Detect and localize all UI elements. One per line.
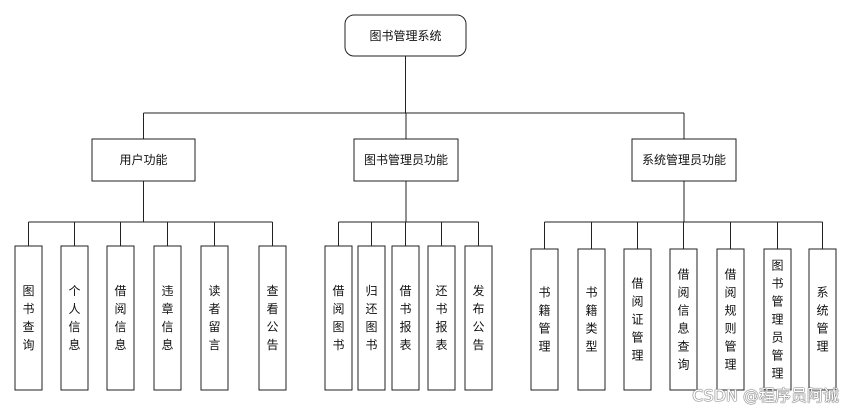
leaf-node: 归还图书 — [357, 245, 386, 391]
leaf-node: 图书查询 — [14, 245, 43, 391]
leaf-node-label: 查看公告 — [266, 284, 278, 352]
leaf-node-label: 借书报表 — [399, 284, 411, 352]
root-node: 图书管理系统 — [344, 14, 467, 57]
leaf-node-label: 书籍类型 — [585, 286, 597, 354]
watermark: CSDN @程序员阿诚 — [692, 386, 839, 405]
leaf-node: 发布公告 — [464, 245, 493, 391]
leaf-node-label: 借阅信息 — [114, 284, 126, 352]
leaf-node: 借阅图书 — [324, 245, 353, 391]
leaf-node: 个人信息 — [60, 245, 89, 391]
leaf-node: 借阅信息 — [106, 245, 135, 391]
leaf-node-label: 还书报表 — [435, 284, 447, 352]
leaf-node: 查看公告 — [258, 245, 287, 391]
group-node-user-label: 用户功能 — [119, 152, 167, 167]
leaf-node-label: 归还图书 — [365, 284, 377, 352]
leaf-node: 借阅证管理 — [623, 248, 652, 391]
leaf-node-label: 发布公告 — [472, 283, 484, 352]
leaf-node: 借阅规则管理 — [716, 248, 745, 391]
leaf-node: 借阅信息查询 — [669, 248, 698, 391]
group-node-sysadmin-label: 系统管理员功能 — [642, 152, 726, 167]
group-node-librarian-label: 图书管理员功能 — [364, 152, 448, 167]
leaf-node-label: 违章信息 — [161, 284, 173, 352]
group-node-user: 用户功能 — [91, 138, 196, 182]
leaf-node-label: 借阅图书 — [332, 284, 344, 352]
leaf-node-label: 借阅规则管理 — [724, 268, 736, 372]
leaf-node-label: 借阅证管理 — [631, 277, 643, 363]
leaf-node: 图书管理员管理 — [763, 248, 792, 391]
leaf-node: 书籍管理 — [530, 248, 559, 391]
leaf-node-label: 图书管理员管理 — [771, 259, 783, 381]
leaf-node: 借书报表 — [391, 245, 420, 391]
leaf-node: 书籍类型 — [577, 248, 606, 391]
leaf-node-label: 个人信息 — [68, 284, 80, 352]
leaf-node: 还书报表 — [427, 245, 456, 391]
leaf-node-label: 系统管理 — [816, 286, 828, 354]
leaf-node-label: 图书查询 — [22, 284, 34, 352]
leaf-node-label: 读者留言 — [208, 284, 220, 352]
leaf-node: 读者留言 — [200, 245, 229, 391]
leaf-node-label: 借阅信息查询 — [677, 268, 689, 372]
leaf-node: 违章信息 — [153, 245, 182, 391]
group-node-librarian: 图书管理员功能 — [353, 138, 459, 182]
group-node-sysadmin: 系统管理员功能 — [631, 138, 737, 182]
root-node-label: 图书管理系统 — [369, 28, 441, 43]
leaf-node: 系统管理 — [808, 248, 837, 391]
leaf-node-label: 书籍管理 — [538, 286, 550, 354]
